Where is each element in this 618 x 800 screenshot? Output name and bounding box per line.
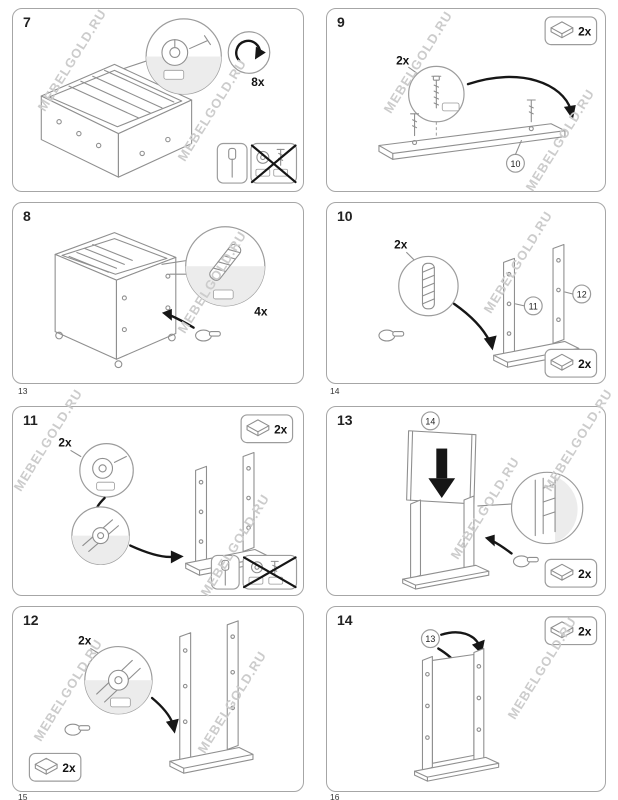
dowel-detail-callout: [398, 255, 459, 317]
hardware-count: 2x: [578, 25, 592, 39]
svg-text:12: 12: [577, 289, 587, 299]
svg-text:2x: 2x: [62, 761, 76, 775]
fastener-count: 4x: [254, 305, 268, 319]
step-panel-9: 9 2x 2x: [326, 8, 606, 192]
hardware-box: 2x: [544, 348, 598, 378]
hardware-box: 2x: [240, 414, 294, 444]
dowel-icon: [421, 262, 435, 310]
hardware-box: 2x: [28, 752, 82, 782]
sheet-page-number: 15: [18, 792, 28, 800]
cam-count: 2x: [78, 634, 92, 648]
step-14-drawing: 13: [414, 616, 598, 782]
step-panel-8: 8: [12, 202, 304, 384]
svg-text:11: 11: [529, 301, 538, 311]
step-panel-10: 10 2x: [326, 202, 606, 384]
cam-count: 2x: [58, 436, 72, 450]
screw-count: 2x: [396, 53, 410, 67]
frame-drawing: [169, 620, 254, 774]
hardware-tray-icon: [550, 563, 574, 581]
cabinet-body-drawing: [40, 59, 193, 178]
part-label: 12: [564, 284, 592, 304]
part-label: 11: [514, 296, 543, 316]
step-number: 11: [23, 412, 38, 428]
fastener-count: 8x: [251, 75, 265, 89]
cam-installed-detail-callout: [71, 506, 130, 565]
rotate-arrow-callout: [227, 31, 271, 74]
part-label: 13: [420, 629, 440, 649]
hardware-box: 2x: [544, 16, 598, 46]
step-number: 14: [337, 612, 353, 628]
hand-icon: [378, 329, 405, 342]
step-panel-14: 14 13: [326, 606, 606, 792]
step-panel-13: 13 14: [326, 406, 606, 596]
svg-text:2x: 2x: [578, 625, 592, 639]
svg-text:10: 10: [511, 159, 521, 169]
svg-text:2x: 2x: [578, 357, 592, 371]
insert-arrow-icon: [428, 448, 456, 499]
assembly-arrow: [150, 696, 175, 725]
assembly-arrow: [466, 75, 573, 112]
hand-icon: [512, 555, 539, 568]
tool-screwdriver-box: [216, 142, 248, 184]
dowel-detail-callout: [185, 226, 266, 307]
part-label: 14: [420, 411, 440, 431]
assembly-arrow: [129, 544, 177, 559]
step-number: 10: [337, 208, 353, 224]
screw-icon: [526, 99, 536, 123]
screwdriver-icon: [221, 559, 230, 586]
screw-detail-callout: [408, 65, 465, 123]
hand-icon: [64, 723, 91, 736]
screw-icon: [410, 113, 420, 137]
cam-lock-detail-callout: [79, 443, 134, 498]
frame-drawing: [402, 495, 490, 590]
dowel-icon: [209, 243, 242, 281]
svg-text:2x: 2x: [578, 567, 592, 581]
hardware-box: 2x: [544, 616, 598, 646]
step-11-drawing: 2x 2x: [58, 414, 298, 590]
svg-text:14: 14: [425, 416, 435, 426]
part-label: 10: [505, 140, 525, 173]
step-panel-11: 11 2x 2x: [12, 406, 304, 596]
hand-icon: [195, 329, 221, 342]
step-number: 13: [337, 412, 353, 428]
forbidden-hardware-box: [250, 142, 298, 184]
step-12-drawing: 2x: [28, 620, 254, 782]
step-13-drawing: 14: [402, 411, 598, 590]
svg-text:2x: 2x: [274, 423, 288, 437]
cabinet-frame-drawing: [414, 648, 500, 782]
assembly-arrow: [440, 631, 481, 646]
svg-text:13: 13: [425, 634, 435, 644]
dowel-count: 2x: [394, 237, 408, 251]
hardware-box: 2x: [544, 558, 598, 588]
step-panel-12: 12 2x: [12, 606, 304, 792]
step-7-drawing: 8x: [40, 18, 298, 184]
sheet-page-number: 14: [330, 386, 340, 396]
forbidden-hardware-box: [242, 554, 298, 590]
step-9-drawing: 2x 2x: [378, 16, 598, 173]
hardware-tray-icon: [246, 419, 270, 437]
hardware-tray-icon: [34, 757, 58, 775]
screw-icon: [431, 75, 442, 109]
hardware-tray-icon: [550, 21, 574, 39]
assembly-arrow: [452, 302, 491, 343]
shelf-board-drawing: [378, 123, 566, 160]
sheet-page-number: 13: [18, 386, 28, 396]
cam-lock-detail-callout: [145, 18, 222, 95]
step-number: 9: [337, 14, 345, 30]
step-number: 8: [23, 208, 31, 224]
step-10-drawing: 2x: [378, 237, 598, 378]
cabinet-body-drawing: [54, 232, 193, 369]
step-number: 7: [23, 14, 31, 30]
step-panel-7: 7: [12, 8, 304, 192]
groove-detail-callout: [510, 471, 584, 545]
hardware-tray-icon: [550, 353, 574, 371]
hardware-tray-icon: [550, 621, 574, 639]
cam-installed-detail-callout: [84, 645, 153, 715]
step-number: 12: [23, 612, 39, 628]
tool-screwdriver-box: [210, 554, 240, 590]
screwdriver-icon: [228, 147, 237, 178]
sheet-page-number: 16: [330, 792, 340, 800]
step-8-drawing: 4x: [54, 226, 268, 369]
